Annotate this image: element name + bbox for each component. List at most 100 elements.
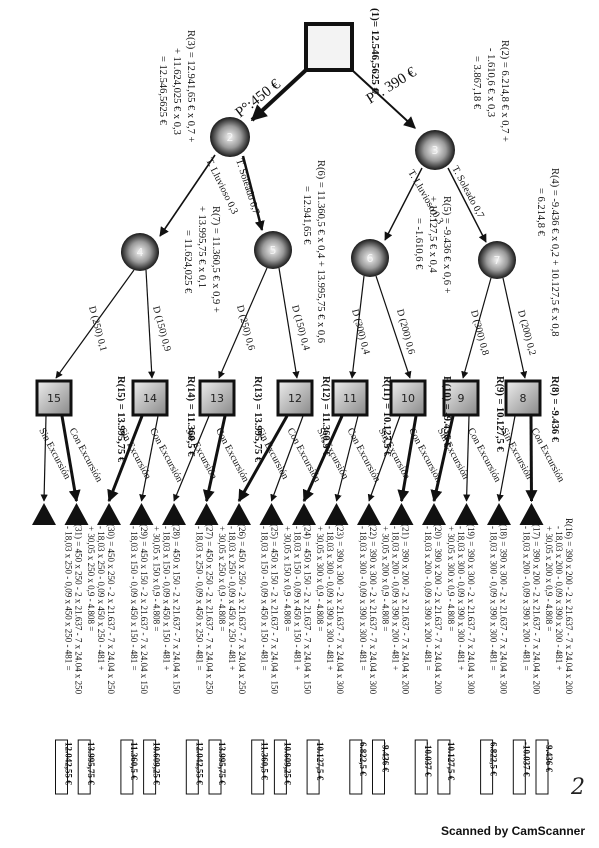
reward-label-r3: + 11.624,025 € x 0,3 <box>171 48 182 135</box>
scanner-watermark: Scanned by CamScanner <box>440 824 585 838</box>
result-box <box>372 739 385 795</box>
leaf-formula: R(17) = 390 x 200 - 2 x 21.637 - 7 x 24.… <box>531 518 541 695</box>
demand-edge <box>218 267 268 379</box>
leaf-formula: R(23) = 390 x 300 - 2 x 21.637 - 7 x 24.… <box>335 518 345 695</box>
chance-node-b <box>254 231 292 269</box>
decision-value: R(11) = 10.127,5 € <box>381 376 392 457</box>
result-box <box>349 739 363 795</box>
leaf-result: 10.127,5 € <box>446 742 456 781</box>
decision-value: R(10) = -9.436 € <box>441 376 452 448</box>
leaf-result: -10.037 € <box>521 742 531 777</box>
node-number: 8 <box>520 392 527 405</box>
result-box <box>437 739 451 795</box>
terminal-node <box>389 503 414 525</box>
leaf-formula: - 18,03 x 150 - 0,09 x 450 x 150 - 481 = <box>129 526 139 671</box>
decision-node <box>389 379 427 417</box>
leaf-result: -9.436 € <box>544 742 554 772</box>
option-edge <box>40 415 48 502</box>
leaf-formula: R(19) = 390 x 300 - 2 x 21.637 - 7 x 24.… <box>466 518 476 695</box>
demand-label: D (250) 0,1 <box>86 305 109 353</box>
result-box <box>55 739 68 795</box>
decision-value: R(15) = 13.995,75 € <box>115 376 126 463</box>
reward-label-r3: = 12.546,5625 € <box>157 56 168 126</box>
option-edge <box>496 415 516 502</box>
leaf-formula: - 18,03 x 200 - 0,09 x 390 x 200 - 481 = <box>423 526 433 671</box>
decision-node <box>442 379 480 417</box>
result-box <box>273 739 287 795</box>
leaf-formula: + 30,05 x 250 x 0,9 - 4.808 = <box>217 526 227 631</box>
leaf-formula: - 18,03 x 150 - 0,09 x 450 x 150 - 481 + <box>292 526 302 671</box>
leaf-result: 13.995,75 € <box>86 742 96 785</box>
leaf-formula: R(27) = 450 x 250 - 2 x 21.637 - 7 x 24.… <box>204 518 214 695</box>
terminal-node <box>259 503 284 525</box>
leaf-formula: R(22) = 390 x 300 - 2 x 21.637 - 7 x 24.… <box>368 518 378 695</box>
leaf-result: 10.127,5 € <box>315 742 325 781</box>
demand-label: D (300) 0,4 <box>349 308 372 356</box>
leaf-result: 12.042,55 € <box>194 742 204 785</box>
decision-value: R(12) = 11.360,5 € <box>320 376 331 457</box>
result-box <box>251 739 265 795</box>
leaf-formula: + 30,05 x 300 x 0,9 - 4.808 = <box>446 526 456 631</box>
node-number: 9 <box>458 392 465 405</box>
option-edge <box>525 415 538 503</box>
node-number: 5 <box>270 244 277 257</box>
node-number: 3 <box>432 144 439 157</box>
demand-edge <box>375 275 412 379</box>
terminal-node <box>32 503 56 525</box>
leaf-formula: R(24) = 450 x 150 - 2 x 21.637 - 7 x 24.… <box>302 518 312 695</box>
terminal-node <box>422 503 446 525</box>
node-number: 15 <box>47 392 61 405</box>
leaf-formula: R(21) = 390 x 200 - 2 x 21.637 - 7 x 24.… <box>401 518 411 695</box>
node-number: 6 <box>367 252 374 265</box>
chance-node-left <box>210 117 250 157</box>
leaf-formula: R(30) = 450 x 250 - 2 x 21.637 - 7 x 24.… <box>106 518 116 695</box>
leaf-formula: + 30,05 x 150 x 0,9 - 4.808 = <box>152 526 162 631</box>
chance-node-d <box>478 241 516 279</box>
leaf-formula: - 18,03 x 150 - 0,09 x 450 x 150 - 481 = <box>260 526 270 671</box>
decision-node <box>198 379 236 417</box>
demand-label: D (150) 0,9 <box>150 305 173 353</box>
reward-label-r7: R(7) = 11.360,5 € x 0,9 + <box>210 206 221 313</box>
terminal-node <box>162 503 186 525</box>
option-edge <box>173 415 210 502</box>
demand-label: D (200) 0,6 <box>394 308 417 356</box>
terminal-node <box>64 503 89 525</box>
result-box <box>512 739 526 795</box>
root-decision-node <box>304 22 354 72</box>
branch-edge-left <box>250 68 308 122</box>
leaf-formula: R(29) = 450 x 150 - 2 x 21.637 - 7 x 24.… <box>139 518 149 695</box>
option-edge <box>430 415 455 503</box>
weather-edge <box>384 167 423 241</box>
option-edge <box>397 415 418 503</box>
option-edge <box>463 415 471 502</box>
option-edge <box>139 415 159 502</box>
leaf-formula: - 18,03 x 200 - 0,09 x 390 x 200 - 481 + <box>554 526 564 671</box>
leaf-result: 12.042,55 € <box>64 742 74 785</box>
option-edge <box>270 415 304 502</box>
leaf-formula: - 18,03 x 300 - 0,09 x 390 x 300 - 481 = <box>358 526 368 671</box>
option-edge <box>60 415 81 503</box>
terminal-node <box>292 503 316 525</box>
chance-node-right <box>415 130 455 170</box>
terminal-node <box>454 503 479 525</box>
terminal-node <box>324 503 349 525</box>
reward-label-r4: = 6.214,8 € <box>535 188 546 237</box>
leaf-formula: - 18,03 x 250 - 0,09 x 450 x 250 - 481 = <box>194 526 204 671</box>
leaf-result: 6.822,5 € <box>358 742 368 776</box>
leaf-formula: R(20) = 390 x 200 - 2 x 21.637 - 7 x 24.… <box>433 518 443 695</box>
node-number: 11 <box>343 392 357 405</box>
reward-label-r6: = 12.941,65 € <box>301 186 312 245</box>
result-box <box>185 739 199 795</box>
reward-label-r5: R(5) = -9.436 € x 0,6 + <box>441 196 452 294</box>
decision-node <box>331 379 369 417</box>
result-box <box>143 739 157 795</box>
node-number: 2 <box>227 131 234 144</box>
node-number: 12 <box>288 392 302 405</box>
branch-edge-right <box>351 69 416 129</box>
weather-edge <box>241 155 265 231</box>
decision-value: R(13) = 13.995,75 € <box>252 376 263 463</box>
option-edge <box>334 415 359 502</box>
leaf-formula: + 30,05 x 200 x 0,9 - 4.808 = <box>381 526 391 631</box>
decision-node <box>504 379 542 417</box>
demand-label: D (150) 0,4 <box>289 304 312 352</box>
